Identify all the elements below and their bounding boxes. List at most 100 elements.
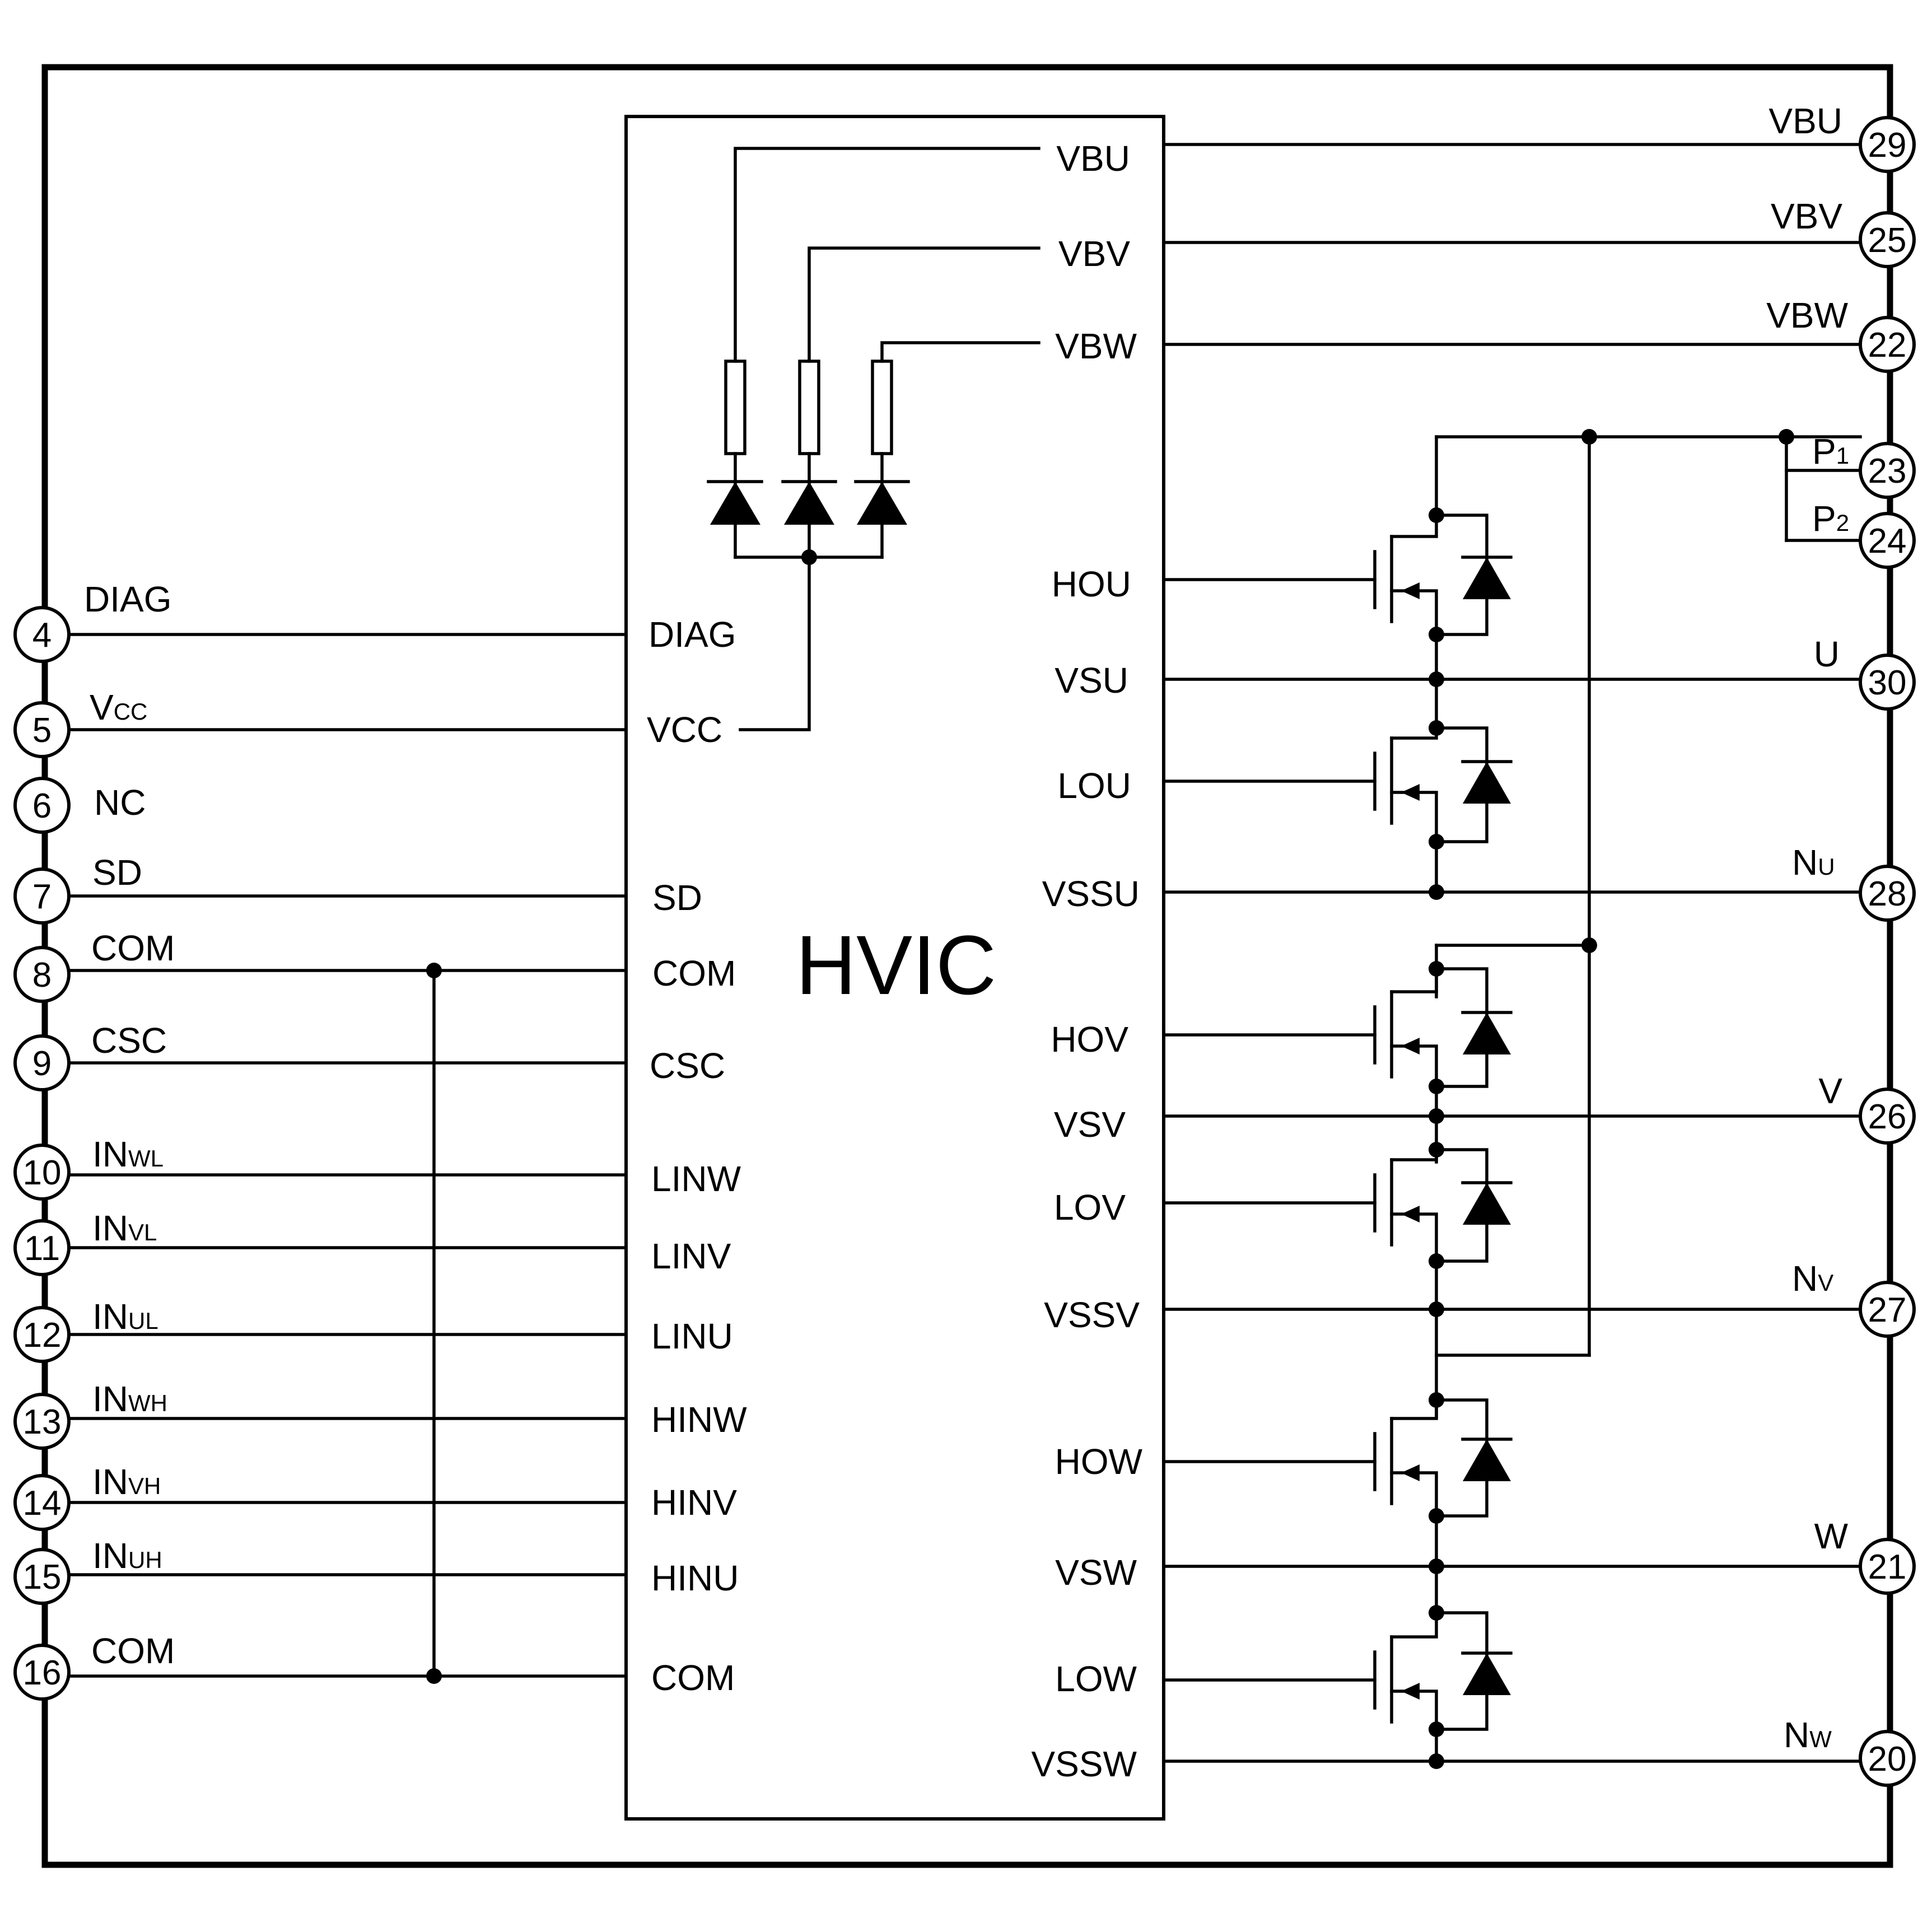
junction-dot [1429,1079,1444,1094]
junction-dot [1429,507,1444,523]
pin-23: 23 [1859,442,1916,499]
junction-dot [426,1668,442,1684]
svg-text:28: 28 [1868,875,1907,913]
pin-label: INVH [92,1462,161,1502]
junction-dot [1429,627,1444,642]
junction-dot [1429,1721,1444,1737]
mosfet-lv [1373,1142,1513,1317]
pin-label: INUL [92,1296,158,1337]
ic-pin-com-bottom: COM [651,1658,735,1698]
pin-label: CSC [91,1020,167,1061]
svg-text:25: 25 [1868,221,1907,260]
ic-pin-vsv: VSV [1054,1104,1126,1145]
pin-14: 14 [13,1474,71,1531]
pin-label: INWL [92,1134,164,1174]
junction-dot [1429,720,1444,736]
junction-dot [1581,937,1597,953]
mosfet-cells [1373,507,1513,1769]
junction-dot [1429,1753,1444,1769]
svg-text:9: 9 [32,1044,52,1083]
ic-pin-lov: LOV [1054,1187,1126,1228]
svg-text:6: 6 [32,787,52,825]
mosfet-lw [1373,1605,1513,1769]
junction-dot [1429,1253,1444,1269]
pin-label: W [1814,1516,1849,1556]
pin-label: INVL [92,1208,157,1248]
pin-label: NU [1792,842,1835,883]
pin-30: 30 [1859,654,1916,711]
pin-11: 11 [13,1219,71,1276]
pin-label: NV [1792,1258,1833,1299]
hvic-block [624,115,1165,1821]
svg-text:23: 23 [1868,452,1907,491]
right-pins: 29 25 22 23 24 30 28 26 27 21 20 [1859,116,1916,1787]
pin-label: VBV [1771,196,1842,236]
ic-left-pin-labels: DIAG VCC SD COM CSC LINW LINV LINU HINW … [647,614,747,1698]
bootstrap-circuit [707,147,1040,731]
ic-pin-linw: LINW [651,1159,741,1199]
mosfet-lu [1373,671,1513,900]
svg-text:4: 4 [32,616,52,655]
junction-dot [1429,1142,1444,1158]
svg-text:5: 5 [32,711,52,750]
svg-text:10: 10 [23,1154,62,1192]
ic-pin-com-top: COM [652,953,736,993]
pin-9: 9 [13,1034,71,1091]
ic-pin-vsw: VSW [1055,1552,1137,1593]
svg-text:14: 14 [23,1484,62,1523]
pin-5: 5 [13,701,71,758]
ic-pin-vssu: VSSU [1042,874,1140,914]
pin-15: 15 [13,1548,71,1605]
pin-label: COM [91,928,175,968]
ic-right-pin-labels: VBU VBV VBW HOU VSU LOU VSSU HOV VSV LOV… [1032,138,1143,1784]
pin-label: P1 [1812,431,1849,472]
ic-pin-hov: HOV [1051,1019,1128,1060]
ic-pin-hinw: HINW [651,1399,747,1440]
pin-20: 20 [1859,1730,1916,1787]
pin-10: 10 [13,1144,71,1201]
ic-pin-vbu: VBU [1056,138,1130,179]
junction-dot [426,963,442,978]
hvic-title: HVIC [796,918,996,1012]
svg-text:12: 12 [23,1316,62,1355]
pin-27: 27 [1859,1281,1916,1338]
pin-26: 26 [1859,1088,1916,1145]
ic-pin-diag: DIAG [648,614,736,655]
left-pins: 4 5 6 7 8 9 10 11 12 13 14 15 16 [13,606,71,1701]
pin-label: NW [1784,1715,1832,1755]
pin-label: COM [91,1631,175,1671]
junction-dot [1429,1558,1444,1574]
pin-label: NC [94,782,146,823]
mosfet-hu [1373,507,1513,642]
junction-dot [1429,961,1444,977]
pin-label: INWH [92,1379,167,1419]
svg-text:24: 24 [1868,522,1907,561]
pin-4: 4 [13,606,71,663]
junction-dot [1429,1301,1444,1317]
ic-pin-vbw: VBW [1055,326,1137,366]
pin-7: 7 [13,867,71,925]
pin-22: 22 [1859,316,1916,373]
ic-pin-sd: SD [652,878,702,918]
pin-13: 13 [13,1393,71,1450]
pin-6: 6 [13,777,71,834]
pin-label: U [1814,634,1840,674]
ic-pin-vssw: VSSW [1032,1744,1137,1784]
pin-label: DIAG [84,579,171,619]
svg-text:29: 29 [1868,126,1907,165]
left-wires [66,633,628,1684]
pin-label: V [1818,1071,1842,1111]
right-pin-labels: VBU VBV VBW P1 P2 U NU V NV W NW [1766,101,1849,1755]
svg-text:13: 13 [23,1403,62,1441]
svg-text:11: 11 [24,1229,60,1268]
pin-24: 24 [1859,512,1916,569]
ic-pin-hou: HOU [1052,564,1131,604]
junction-dot [1429,1108,1444,1124]
pin-label: INUH [92,1536,162,1576]
ic-pin-vsu: VSU [1054,660,1128,701]
svg-text:16: 16 [23,1654,62,1692]
svg-text:27: 27 [1868,1291,1907,1329]
pin-label: P2 [1812,498,1849,539]
ic-pin-hinu: HINU [651,1558,739,1598]
junction-dot [1581,429,1597,445]
